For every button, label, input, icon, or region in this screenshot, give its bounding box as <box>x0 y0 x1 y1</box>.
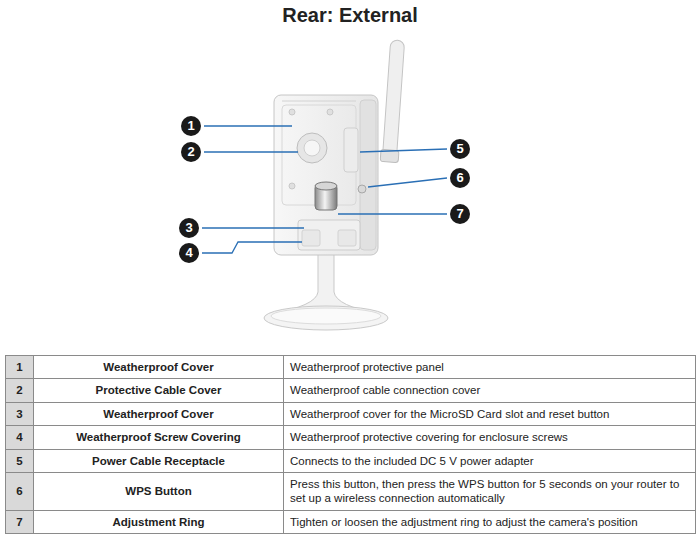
part-description: Weatherproof protective covering for enc… <box>284 426 696 449</box>
leader-line <box>360 149 447 152</box>
cable-cover-inner <box>304 140 320 156</box>
title: Rear: External <box>0 4 700 27</box>
callout-number: 5 <box>450 139 470 159</box>
part-name: WPS Button <box>34 472 284 510</box>
part-name: Weatherproof Screw Covering <box>34 426 284 449</box>
screw <box>327 109 333 115</box>
part-name: Weatherproof Cover <box>34 356 284 379</box>
housing-vent <box>282 101 356 102</box>
callout-number: 2 <box>181 142 201 162</box>
row-number: 6 <box>6 472 34 510</box>
sd-cover <box>298 220 360 250</box>
screw <box>289 183 295 189</box>
part-description: Weatherproof protective panel <box>284 356 696 379</box>
leader-line <box>202 242 302 253</box>
callout-number: 7 <box>450 204 470 224</box>
screw-cover <box>338 230 356 246</box>
screw <box>289 109 295 115</box>
cable-cover <box>297 133 327 163</box>
stand-pole <box>270 250 380 314</box>
part-name: Weatherproof Cover <box>34 402 284 425</box>
callout-number: 4 <box>179 243 199 263</box>
stand-base-top <box>271 308 381 324</box>
table-grid: 1Weatherproof CoverWeatherproof protecti… <box>5 355 696 534</box>
power-receptacle <box>344 128 358 172</box>
leader-lines <box>202 126 447 253</box>
part-name: Power Cable Receptacle <box>34 449 284 472</box>
antenna <box>380 40 406 163</box>
antenna-rod <box>382 40 404 159</box>
row-number: 7 <box>6 510 34 533</box>
parts-table: 1Weatherproof CoverWeatherproof protecti… <box>5 355 695 534</box>
table-row: 3Weatherproof CoverWeatherproof cover fo… <box>6 402 696 425</box>
leader-line <box>204 125 292 126</box>
table-row: 4Weatherproof Screw CoveringWeatherproof… <box>6 426 696 449</box>
part-description: Weatherproof cable connection cover <box>284 379 696 402</box>
row-number: 2 <box>6 379 34 402</box>
callout-number: 6 <box>450 168 470 188</box>
row-number: 3 <box>6 402 34 425</box>
row-number: 4 <box>6 426 34 449</box>
part-description: Connects to the included DC 5 V power ad… <box>284 449 696 472</box>
table-row: 2Protective Cable CoverWeatherproof cabl… <box>6 379 696 402</box>
part-name: Protective Cable Cover <box>34 379 284 402</box>
row-number: 5 <box>6 449 34 472</box>
leader-line <box>368 178 447 187</box>
housing-side <box>360 100 376 250</box>
part-description: Tighten or loosen the adjustment ring to… <box>284 510 696 533</box>
table-row: 7Adjustment RingTighten or loosen the ad… <box>6 510 696 533</box>
row-number: 1 <box>6 356 34 379</box>
part-description: Weatherproof cover for the MicroSD Card … <box>284 402 696 425</box>
table-row: 1Weatherproof CoverWeatherproof protecti… <box>6 356 696 379</box>
leader-line <box>204 151 298 152</box>
callout-number: 1 <box>181 116 201 136</box>
camera-housing <box>274 95 378 255</box>
leader-line <box>338 213 447 214</box>
table-row: 6WPS ButtonPress this button, then press… <box>6 472 696 510</box>
part-description: Press this button, then press the WPS bu… <box>284 472 696 510</box>
stand-base <box>264 306 388 330</box>
leader-line <box>202 227 304 228</box>
callout-number: 3 <box>179 218 199 238</box>
screw-cover <box>302 230 320 246</box>
table-row: 5Power Cable ReceptacleConnects to the i… <box>6 449 696 472</box>
ring-top <box>315 182 337 190</box>
wps-button <box>358 185 366 193</box>
part-name: Adjustment Ring <box>34 510 284 533</box>
